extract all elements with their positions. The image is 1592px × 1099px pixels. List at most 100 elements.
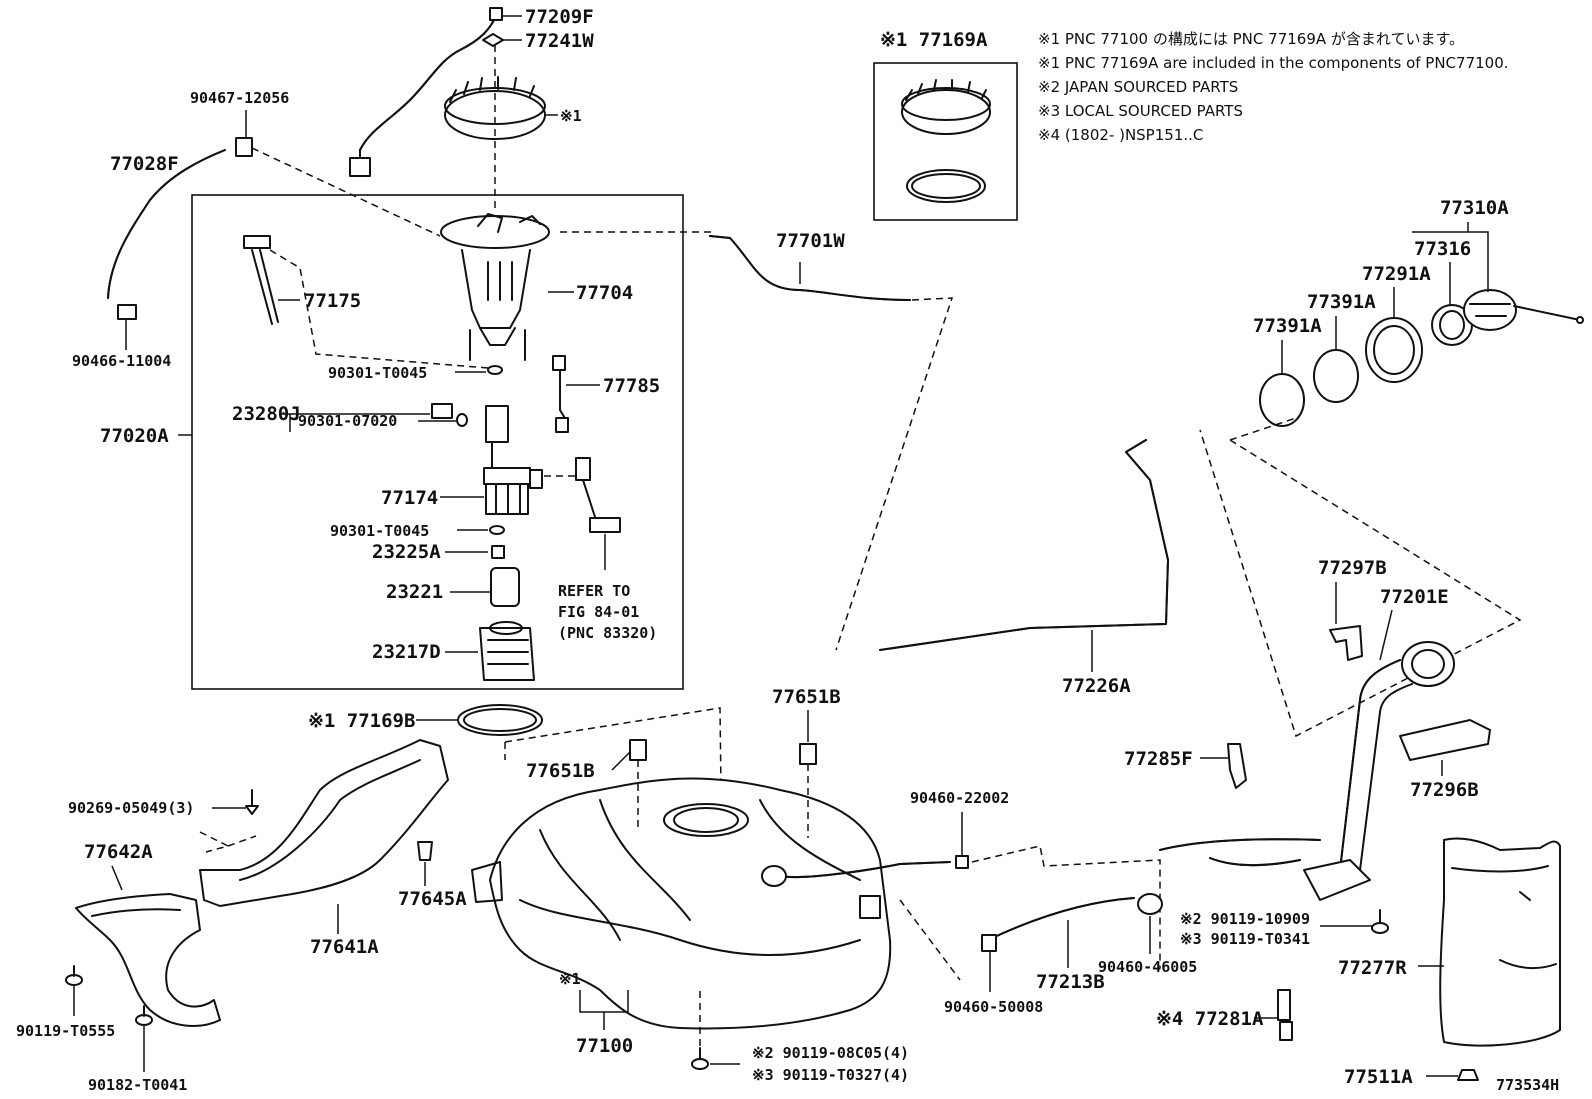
label-90301-T0045-b: 90301-T0045 — [330, 522, 429, 540]
note-3: ※3 LOCAL SOURCED PARTS — [1038, 102, 1243, 120]
label-23221: 23221 — [386, 581, 443, 603]
label-77209F: 77209F — [525, 6, 594, 28]
bolt-90119-08C05 — [691, 990, 709, 1070]
dash-77701W-to-77226A — [835, 297, 954, 651]
inset-frame — [873, 62, 1018, 221]
screw-90119-T0555 — [65, 965, 83, 986]
note-1-en: ※1 PNC 77169A are included in the compon… — [1038, 54, 1509, 72]
fuel-cap-group — [1259, 289, 1584, 427]
lock-ring-drawing — [901, 89, 991, 135]
label-90467-12056: 90467-12056 — [190, 89, 289, 107]
dash-77175 — [269, 249, 489, 369]
label-90119-10909: ※2 90119-10909 — [1180, 910, 1310, 928]
lock-ring-teeth — [905, 79, 987, 101]
label-90301-T0045-a: 90301-T0045 — [328, 364, 427, 382]
label-77391A-a: 77391A — [1253, 315, 1322, 337]
fuel-pump-bracket-77704 — [440, 213, 550, 361]
label-mark1-tank: ※1 — [559, 970, 581, 988]
lock-ring-top — [901, 87, 991, 121]
filler-pipe-77201E — [1303, 625, 1491, 901]
leader-77310A — [1412, 222, 1489, 292]
clamp-77241W — [482, 33, 504, 47]
label-77641A: 77641A — [310, 936, 379, 958]
oring-90301-a — [487, 365, 503, 375]
label-77651B-b: 77651B — [772, 686, 841, 708]
label-90119-T0555: 90119-T0555 — [16, 1022, 115, 1040]
figure-id: 773534H — [1496, 1076, 1559, 1094]
label-77028F: 77028F — [110, 153, 179, 175]
inset-title: ※1 77169A — [880, 29, 988, 51]
fuel-pump-77174 — [483, 405, 543, 515]
refer-83320-component — [575, 457, 621, 533]
label-77201E: 77201E — [1380, 586, 1449, 608]
inset-77169A: ※1 77169A — [873, 29, 1018, 221]
label-77701W: 77701W — [776, 230, 845, 252]
clamp-90460-22002 — [955, 855, 969, 869]
gasket-inner — [911, 173, 981, 199]
label-77020A: 77020A — [100, 425, 169, 447]
label-77391A-b: 77391A — [1307, 291, 1376, 313]
label-90466-11004: 90466-11004 — [72, 352, 171, 370]
label-77645A: 77645A — [398, 888, 467, 910]
plug-77651B-a — [629, 739, 647, 830]
label-77785: 77785 — [603, 375, 660, 397]
refer-line-2: FIG 84-01 — [558, 603, 639, 621]
gasket-drawing — [906, 169, 986, 203]
label-23225A: 23225A — [372, 541, 441, 563]
label-77174: 77174 — [381, 487, 438, 509]
oring-90301-07020 — [456, 413, 468, 427]
oring-90301-b — [489, 525, 505, 535]
bolt-90119-10909 — [1371, 909, 1389, 934]
breather-tube-77226A — [879, 439, 1169, 651]
leader-77201E — [1379, 609, 1393, 661]
fuel-tank-77100 — [471, 777, 892, 1030]
cushion-23225A — [491, 545, 505, 559]
protector-77277R — [1439, 837, 1561, 1047]
label-77651B-a: 77651B — [526, 760, 595, 782]
wire-77785 — [552, 355, 569, 433]
clamp-90460-50008 — [981, 934, 997, 952]
label-77296B: 77296B — [1410, 779, 1479, 801]
clip-90466 — [117, 304, 137, 320]
label-77277R: 77277R — [1338, 957, 1407, 979]
label-77297B: 77297B — [1318, 557, 1387, 579]
dash-90467-to-pump — [251, 147, 441, 237]
label-77281A: ※4 77281A — [1156, 1008, 1264, 1030]
screw-90182-T0041 — [135, 1005, 153, 1026]
dash-hose-to-filler — [971, 845, 1161, 968]
insulator-77641A — [199, 739, 449, 907]
vent-hose-77209F — [349, 7, 503, 177]
label-77642A: 77642A — [84, 841, 153, 863]
label-77310A: 77310A — [1440, 197, 1509, 219]
note-1-jp: ※1 PNC 77100 の構成には PNC 77169A が含まれています。 — [1038, 30, 1464, 48]
label-90460-22002: 90460-22002 — [910, 789, 1009, 807]
label-90460-50008: 90460-50008 — [944, 998, 1043, 1016]
pump-module-frame — [191, 194, 684, 690]
hose-77701W — [709, 235, 911, 301]
leader-77642A — [111, 865, 123, 891]
label-77175: 77175 — [304, 290, 361, 312]
hose-77028F — [107, 137, 253, 320]
pump-23221 — [490, 567, 520, 607]
label-77100: 77100 — [576, 1035, 633, 1057]
note-2: ※2 JAPAN SOURCED PARTS — [1038, 78, 1238, 96]
label-90301-07020: 90301-07020 — [298, 412, 397, 430]
screw-90269-05049 — [245, 789, 259, 815]
tube-77285F — [1159, 743, 1321, 867]
dash-cap-to-filler — [1199, 417, 1522, 738]
label-90182-T0041: 90182-T0041 — [88, 1076, 187, 1094]
label-77704: 77704 — [576, 282, 633, 304]
label-77511A: 77511A — [1344, 1066, 1413, 1088]
label-90119-08C05: ※2 90119-08C05(4) — [752, 1044, 909, 1062]
filter-23217D — [479, 627, 535, 681]
label-23280J: 23280J — [232, 403, 301, 425]
insulator-77642A — [75, 893, 221, 1027]
label-77316: 77316 — [1414, 238, 1471, 260]
notes-block: ※1 PNC 77100 の構成には PNC 77169A が含まれています。 … — [1038, 30, 1509, 144]
clip-90467 — [235, 137, 253, 157]
refer-line-1: REFER TO — [558, 582, 630, 600]
label-77213B: 77213B — [1036, 971, 1105, 993]
leader-23280J — [280, 413, 430, 432]
label-77241W: 77241W — [525, 30, 594, 52]
clip-77511A — [1457, 1069, 1479, 1081]
